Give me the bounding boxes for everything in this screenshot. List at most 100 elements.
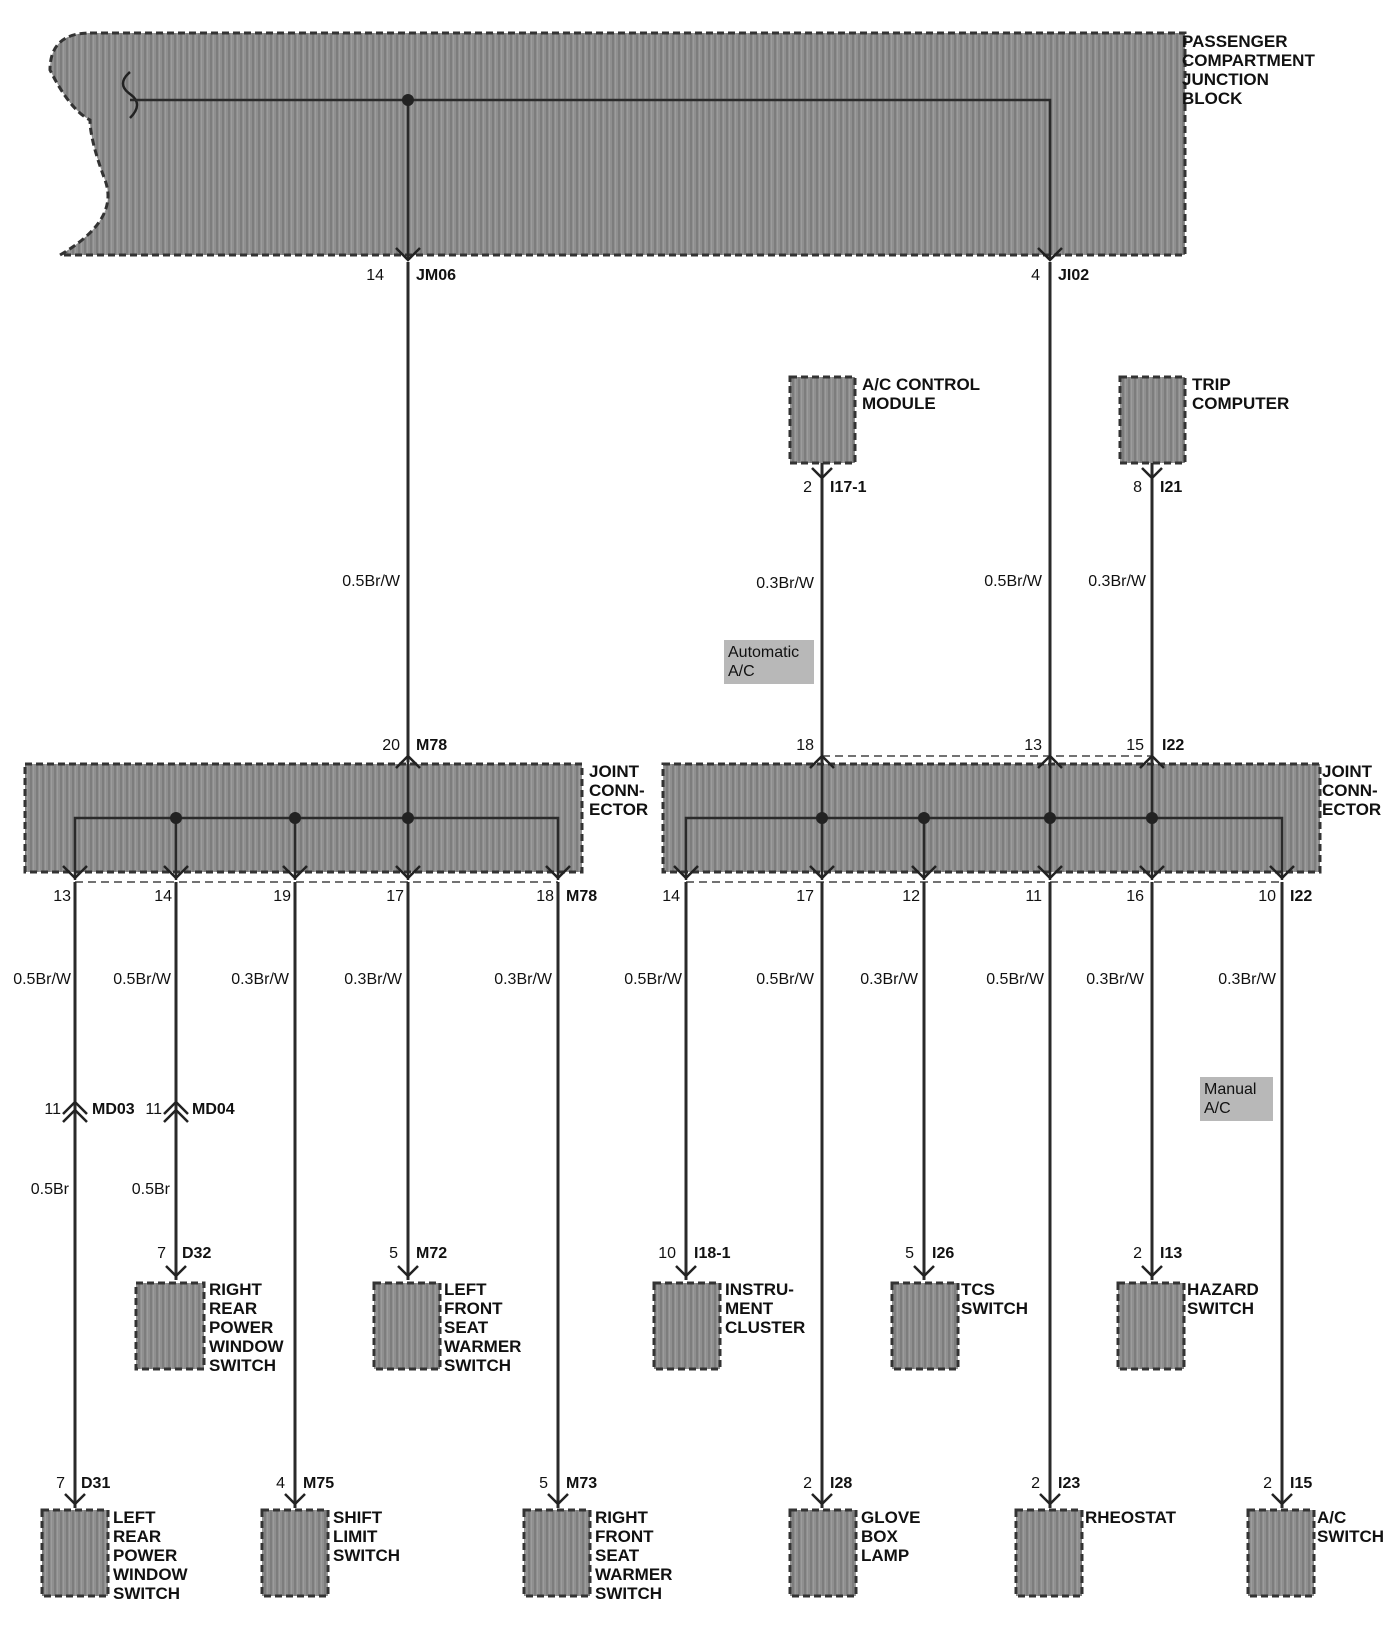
svg-text:SWITCH: SWITCH [333,1546,400,1565]
junction-block-title: PASSENGER COMPARTMENT JUNCTION BLOCK [1182,32,1315,108]
svg-text:SHIFT: SHIFT [333,1508,383,1527]
svg-text:D32: D32 [182,1245,211,1262]
junction-block-box [48,31,1187,257]
svg-text:M78: M78 [566,888,597,905]
svg-text:RHEOSTAT: RHEOSTAT [1085,1508,1177,1527]
svg-text:TRIP: TRIP [1192,375,1231,394]
svg-text:CONN-: CONN- [589,781,645,800]
svg-text:11: 11 [145,1101,162,1118]
svg-text:20: 20 [382,737,400,754]
svg-text:RIGHT: RIGHT [209,1280,263,1299]
svg-text:0.5Br/W: 0.5Br/W [984,573,1043,590]
svg-text:REAR: REAR [209,1299,257,1318]
svg-text:FRONT: FRONT [444,1299,503,1318]
svg-text:7: 7 [56,1475,65,1492]
jr-out-terminals-3 [1037,865,1063,880]
svg-text:LIMIT: LIMIT [333,1527,378,1546]
svg-text:CONN-: CONN- [1322,781,1378,800]
fuse-icon [121,71,139,119]
svg-text:SWITCH: SWITCH [961,1299,1028,1318]
svg-text:M72: M72 [416,1245,447,1262]
svg-text:0.5Br/W: 0.5Br/W [624,971,683,988]
svg-text:REAR: REAR [113,1527,161,1546]
jm06-connector: JM06 [416,267,456,284]
md03-connector-icon [62,1100,88,1123]
svg-text:SEAT: SEAT [444,1318,489,1337]
svg-text:M73: M73 [566,1475,597,1492]
ac-module-terminal [811,467,833,480]
jr-out-terminals-4 [1139,865,1165,880]
svg-text:JOINT: JOINT [589,762,640,781]
svg-text:LEFT: LEFT [113,1508,156,1527]
manual-ac-note [1200,1077,1273,1121]
joint-connector-left-title: JOINT CONN- ECTOR [589,762,648,819]
svg-text:7: 7 [157,1245,166,1262]
component-i15: 2 I15 A/C SWITCH [1246,1475,1384,1598]
svg-text:BLOCK: BLOCK [1182,89,1243,108]
jm06-pin: 14 [366,267,384,284]
svg-text:COMPARTMENT: COMPARTMENT [1182,51,1315,70]
svg-text:2: 2 [1133,1245,1142,1262]
svg-text:10: 10 [1258,888,1276,905]
svg-text:13: 13 [53,888,71,905]
svg-text:I22: I22 [1162,737,1184,754]
svg-text:PASSENGER: PASSENGER [1182,32,1288,51]
svg-text:LAMP: LAMP [861,1546,909,1565]
jr-out-terminals-5 [1269,865,1295,880]
svg-text:2: 2 [803,1475,812,1492]
svg-text:D31: D31 [81,1475,110,1492]
svg-text:WARMER: WARMER [444,1337,521,1356]
svg-text:0.3Br/W: 0.3Br/W [756,575,815,592]
component-i26: 5 I26 TCS SWITCH [890,1245,1028,1371]
svg-text:10: 10 [658,1245,676,1262]
svg-text:LEFT: LEFT [444,1280,487,1299]
svg-text:INSTRU-: INSTRU- [725,1280,794,1299]
component-m72: 5 M72 LEFT FRONT SEAT WARMER SWITCH [372,1245,521,1375]
jl-out-terminals-0 [62,865,88,880]
svg-text:2: 2 [1263,1475,1272,1492]
svg-text:2: 2 [803,479,812,496]
svg-text:0.5Br/W: 0.5Br/W [986,971,1045,988]
svg-text:WARMER: WARMER [595,1565,672,1584]
svg-text:WINDOW: WINDOW [113,1565,189,1584]
svg-text:I17-1: I17-1 [830,479,867,496]
svg-text:ECTOR: ECTOR [589,800,648,819]
svg-text:A/C CONTROL: A/C CONTROL [862,375,980,394]
ji02-pin: 4 [1031,267,1040,284]
svg-text:A/C: A/C [1204,1100,1231,1117]
svg-text:JOINT: JOINT [1322,762,1373,781]
jl-out-terminals-1 [163,865,189,880]
svg-text:0.5Br/W: 0.5Br/W [13,971,72,988]
svg-text:HAZARD: HAZARD [1187,1280,1259,1299]
ac-control-module-box [788,375,857,465]
svg-text:WINDOW: WINDOW [209,1337,285,1356]
svg-text:13: 13 [1024,737,1042,754]
svg-text:4: 4 [276,1475,285,1492]
svg-text:CLUSTER: CLUSTER [725,1318,805,1337]
svg-text:I22: I22 [1290,888,1312,905]
svg-text:M78: M78 [416,737,447,754]
svg-text:Automatic: Automatic [728,644,799,661]
svg-text:2: 2 [1031,1475,1040,1492]
svg-text:FRONT: FRONT [595,1527,654,1546]
svg-text:I18-1: I18-1 [694,1245,731,1262]
svg-text:17: 17 [796,888,814,905]
trip-terminal [1141,467,1163,480]
svg-text:JUNCTION: JUNCTION [1182,70,1269,89]
svg-text:0.3Br/W: 0.3Br/W [860,971,919,988]
svg-text:15: 15 [1126,737,1144,754]
svg-text:Manual: Manual [1204,1081,1256,1098]
svg-text:MENT: MENT [725,1299,774,1318]
joint-connector-right-title: JOINT CONN- ECTOR [1322,762,1381,819]
jr-in-terminals [809,754,1165,769]
jm06-terminal [395,247,421,262]
jl-out-terminals-2 [282,865,308,880]
joint-left-bus [73,762,560,880]
svg-text:SWITCH: SWITCH [595,1584,662,1603]
svg-text:0.3Br/W: 0.3Br/W [1088,573,1147,590]
jr-out-terminals-0 [673,865,699,880]
svg-text:14: 14 [662,888,680,905]
svg-text:SWITCH: SWITCH [1187,1299,1254,1318]
svg-text:SWITCH: SWITCH [1317,1527,1384,1546]
svg-text:A/C: A/C [728,663,755,680]
